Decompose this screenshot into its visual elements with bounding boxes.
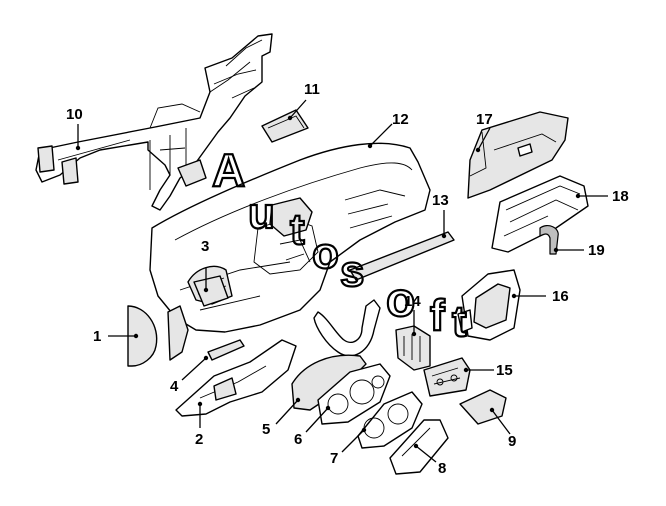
callout-19: 19 [588,242,605,259]
part-11-pad [261,109,309,143]
callout-labels: 1 2 3 4 5 6 7 8 9 10 11 12 13 14 15 16 1… [66,81,629,477]
leader-11 [289,99,307,119]
part-9-switch-panel [459,389,507,425]
callout-14: 14 [404,293,421,310]
callout-9: 9 [508,433,516,450]
part-2-lower-panel [175,339,297,417]
part-16-display-bezel [457,269,521,341]
leader-8 [415,445,437,463]
callout-18: 18 [612,188,629,205]
leader-lines [75,99,608,463]
part-side-vent [167,305,189,361]
part-15-control-panel [423,357,471,397]
leader-12 [369,123,393,147]
part-4-trim [207,339,245,361]
callout-10: 10 [66,106,83,123]
callout-15: 15 [496,362,513,379]
watermark-letter-t2: t [452,297,467,346]
callout-4: 4 [170,378,179,395]
callout-6: 6 [294,431,302,448]
part-10-crossbeam [35,33,273,211]
part-7-cluster-bezel [357,391,423,449]
watermark-letter-o2: o [386,274,415,327]
callout-17: 17 [476,111,493,128]
callout-11: 11 [304,81,320,98]
leader-9 [491,409,511,435]
watermark-letter-f: f [430,291,445,340]
part-13-trim-strip [349,231,455,281]
watermark: A u t o s o f t [211,143,468,347]
callout-5: 5 [262,421,270,438]
watermark-letter-a: A [212,144,245,196]
part-6-instrument-cluster [317,363,391,425]
callout-8: 8 [438,460,446,477]
leader-5 [275,399,299,425]
watermark-letter-u: u [248,189,275,238]
part-1-end-cap [127,305,158,367]
callout-13: 13 [432,192,449,209]
callout-12: 12 [392,111,409,128]
part-duct [313,299,381,357]
callout-3: 3 [201,238,209,255]
callout-16: 16 [552,288,569,305]
callout-2: 2 [195,431,203,448]
callout-7: 7 [330,450,338,467]
leader-6 [305,407,329,433]
callout-1: 1 [93,328,101,345]
part-8-cluster-lens [389,419,449,475]
watermark-letter-t: t [290,205,305,254]
watermark-letter-o: o [312,229,339,278]
watermark-letter-s: s [340,247,364,296]
leader-7 [341,429,365,453]
part-17-glovebox-upper [467,111,569,199]
part-18-glovebox [491,175,589,253]
part-19-hose [539,224,559,255]
leader-17 [477,127,491,151]
part-3-vent [193,275,229,307]
leader-4 [181,357,207,381]
